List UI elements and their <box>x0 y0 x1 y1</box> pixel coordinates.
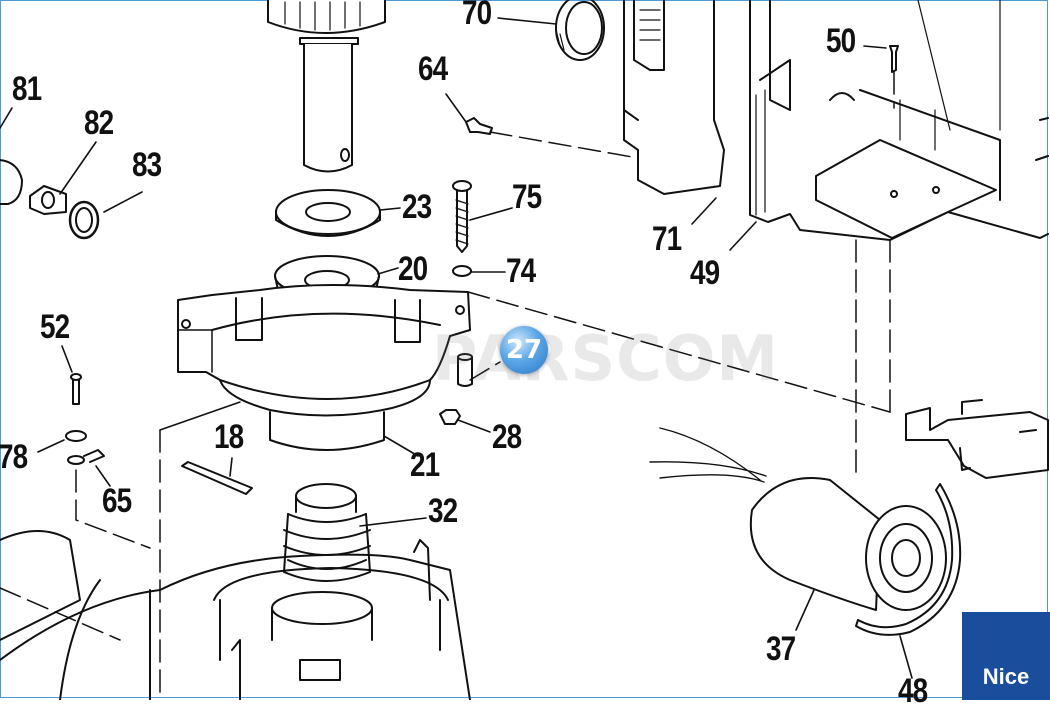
clip-48 <box>855 483 962 636</box>
pin-65 <box>67 449 105 465</box>
screw-52 <box>70 373 82 405</box>
leader-lines <box>0 17 913 679</box>
flange-21 <box>177 284 471 451</box>
part-label-81: 81 <box>12 70 42 108</box>
gearmotor-housing <box>0 530 471 700</box>
part-hotspot-27[interactable]: 27 <box>500 326 548 374</box>
clamp-70 <box>555 0 605 61</box>
part-label-74: 74 <box>506 252 536 290</box>
part-label-37: 37 <box>766 630 796 668</box>
screw-64 <box>465 117 493 135</box>
assembly-lines <box>0 71 895 700</box>
washer-78 <box>65 430 87 442</box>
screw-50 <box>889 45 899 73</box>
bearing-23 <box>275 189 381 237</box>
bracket-49 <box>749 0 1049 241</box>
microswitch <box>905 399 1049 479</box>
part-label-20: 20 <box>398 250 428 288</box>
part-label-32: 32 <box>428 492 458 530</box>
part-label-28: 28 <box>492 418 522 456</box>
capacitor-37 <box>649 427 947 611</box>
part-label-50: 50 <box>826 22 856 60</box>
motor-shaft <box>267 0 386 173</box>
part-label-52: 52 <box>40 308 70 346</box>
watermark: PARSCOM <box>432 322 780 395</box>
part-label-49: 49 <box>690 254 720 292</box>
screw-75 <box>452 180 472 253</box>
part-label-83: 83 <box>132 146 162 184</box>
spacer-27 <box>457 353 473 387</box>
part-label-82: 82 <box>84 104 114 142</box>
brand-logo: Nice <box>962 612 1050 700</box>
part-label-65: 65 <box>102 482 132 520</box>
part-label-70: 70 <box>462 0 492 32</box>
part-label-18: 18 <box>214 418 244 456</box>
part-label-23: 23 <box>402 188 432 226</box>
pin-18 <box>181 461 253 495</box>
nut-28 <box>439 409 461 425</box>
control-board-71 <box>623 0 725 195</box>
washer-74 <box>452 265 472 277</box>
assembly-line-solid <box>159 401 241 431</box>
parts-81-83 <box>0 159 100 240</box>
worm-gear-32 <box>283 483 371 582</box>
part-label-64: 64 <box>418 50 448 88</box>
part-label-75: 75 <box>512 178 542 216</box>
part-label-21: 21 <box>410 446 440 484</box>
part-label-78: 78 <box>0 438 28 476</box>
part-label-48: 48 <box>898 672 928 710</box>
part-label-71: 71 <box>652 220 682 258</box>
